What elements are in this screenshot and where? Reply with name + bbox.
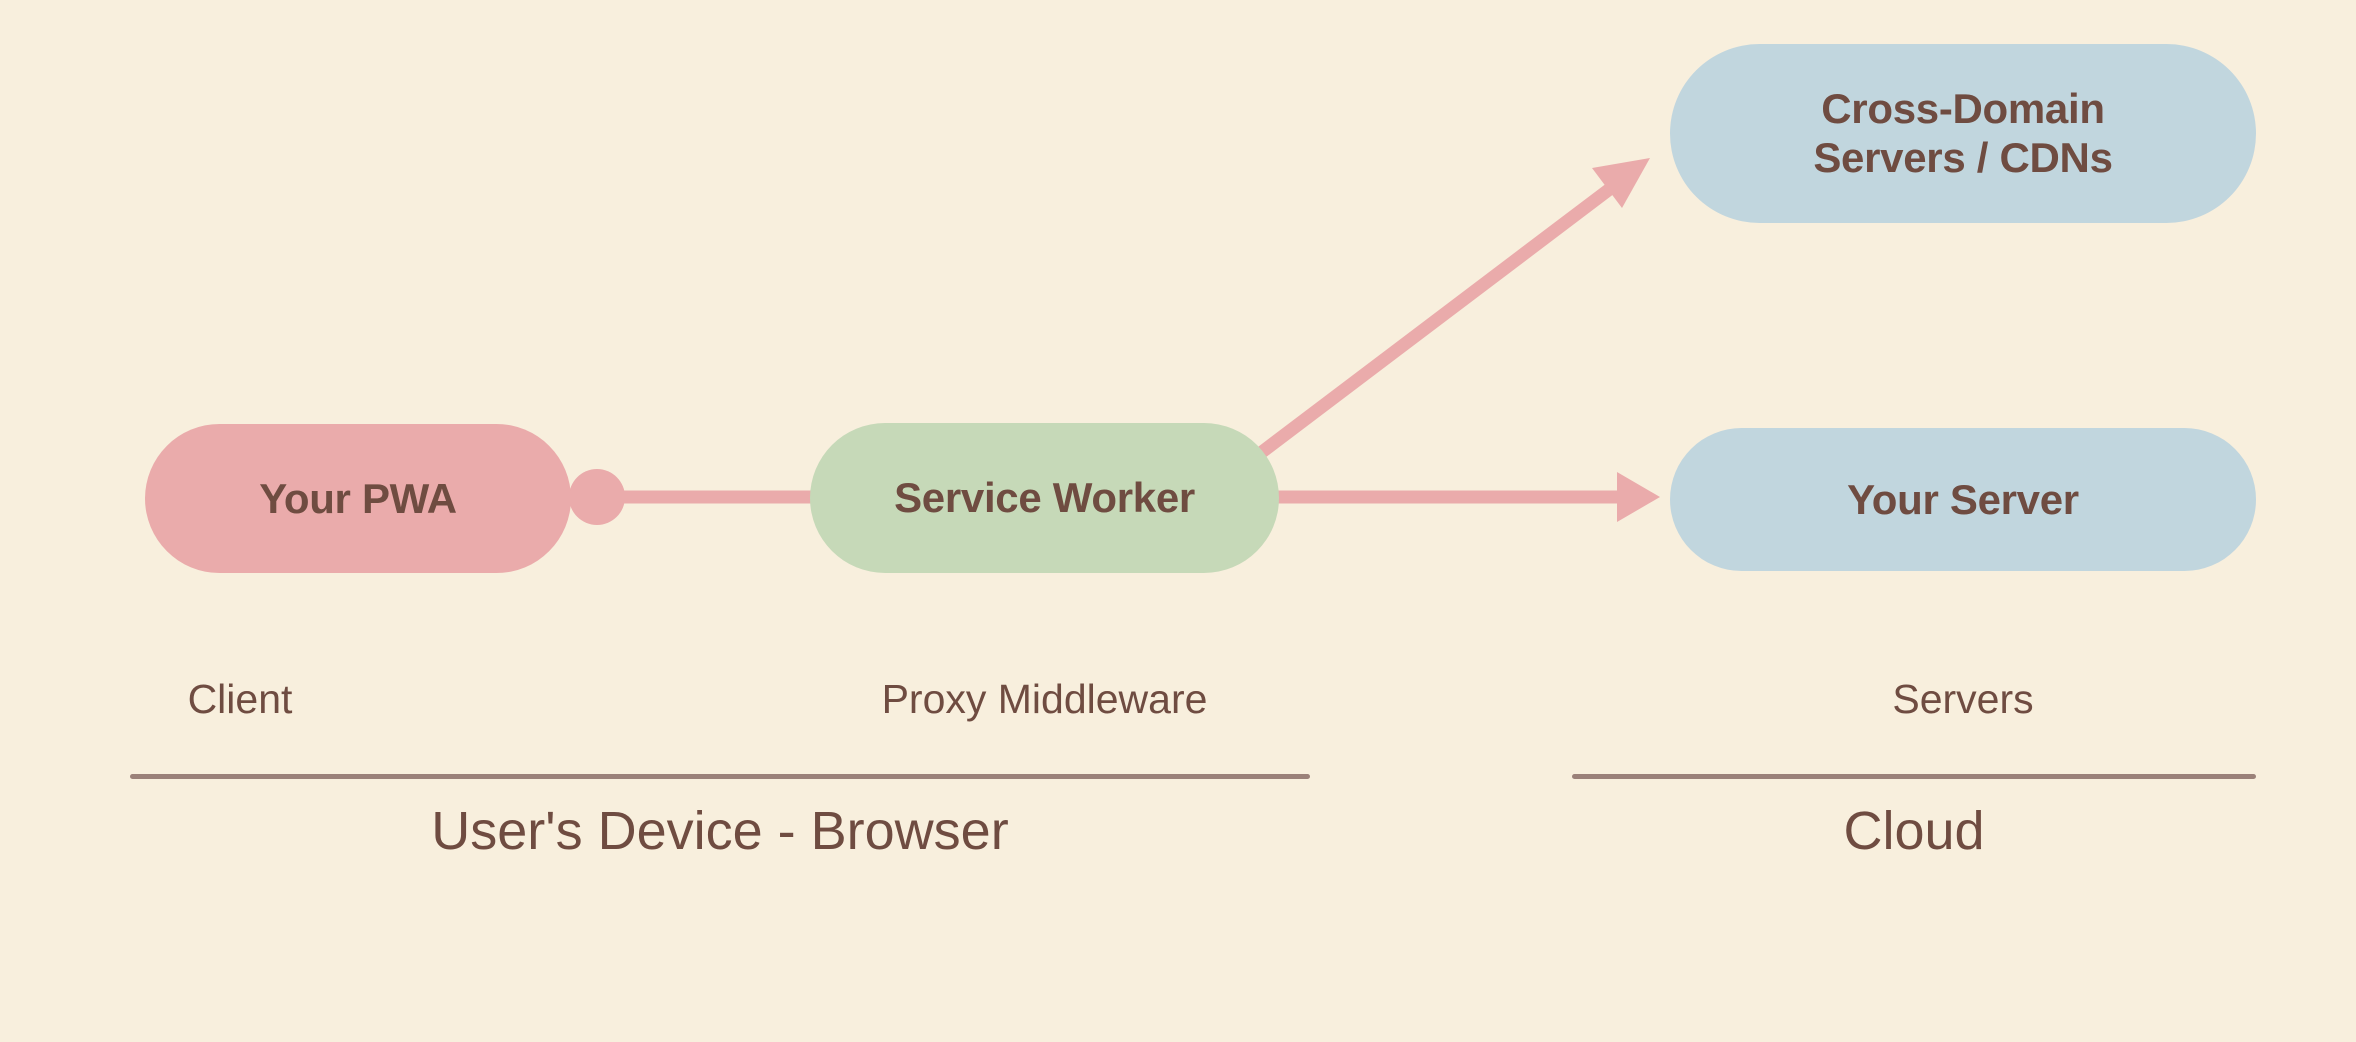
connector-dot-icon — [569, 469, 625, 525]
node-cross-domain-label-line2: Servers / CDNs — [1813, 133, 2113, 181]
divider-device-group — [130, 774, 1310, 779]
zone-label-client: Client — [187, 676, 293, 722]
node-your-server[interactable]: Your Server — [1670, 428, 2256, 571]
node-cross-domain-servers[interactable]: Cross-Domain Servers / CDNs — [1670, 44, 2256, 223]
node-your-pwa-label: Your PWA — [259, 474, 457, 522]
zone-label-servers: Servers — [1892, 676, 2034, 722]
node-cross-domain-label-line1: Cross-Domain — [1821, 85, 2105, 133]
node-your-pwa[interactable]: Your PWA — [145, 424, 571, 573]
edge-service-worker-to-cross-domain — [1254, 158, 1650, 461]
node-your-server-label: Your Server — [1847, 475, 2079, 523]
arrowhead-icon-cdn — [1592, 158, 1650, 208]
group-title-users-device-browser: User's Device - Browser — [431, 801, 1009, 861]
node-service-worker-label: Service Worker — [894, 474, 1195, 521]
group-title-cloud: Cloud — [1843, 801, 1985, 861]
node-service-worker[interactable]: Service Worker — [810, 423, 1279, 573]
edge-line-sw-cdn — [1254, 179, 1619, 461]
divider-cloud-group — [1572, 774, 2256, 779]
zone-label-proxy-middleware: Proxy Middleware — [881, 676, 1208, 722]
edge-pwa-to-service-worker — [569, 469, 830, 525]
arrowhead-icon-server — [1617, 472, 1660, 522]
edge-service-worker-to-your-server — [1270, 472, 1660, 522]
